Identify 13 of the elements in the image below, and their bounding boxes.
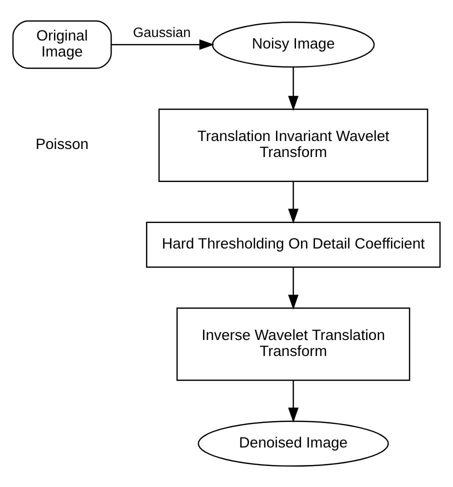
node-box: Hard Thresholding On Detail Coefficient (146, 222, 441, 268)
arrow (288, 67, 299, 111)
label: Poisson (36, 137, 89, 154)
edge-label: Gaussian (133, 24, 191, 40)
arrow (288, 182, 299, 224)
node-box: Inverse Wavelet Translation Transform (176, 308, 410, 381)
node-ellipse: Denoised Image (198, 420, 389, 467)
arrow (112, 39, 214, 50)
node-box: Original Image (12, 20, 112, 69)
arrow (288, 380, 299, 423)
node-box: Translation Invariant Wavelet Transform (158, 108, 428, 182)
arrow (288, 268, 299, 310)
node-ellipse: Noisy Image (212, 22, 375, 68)
